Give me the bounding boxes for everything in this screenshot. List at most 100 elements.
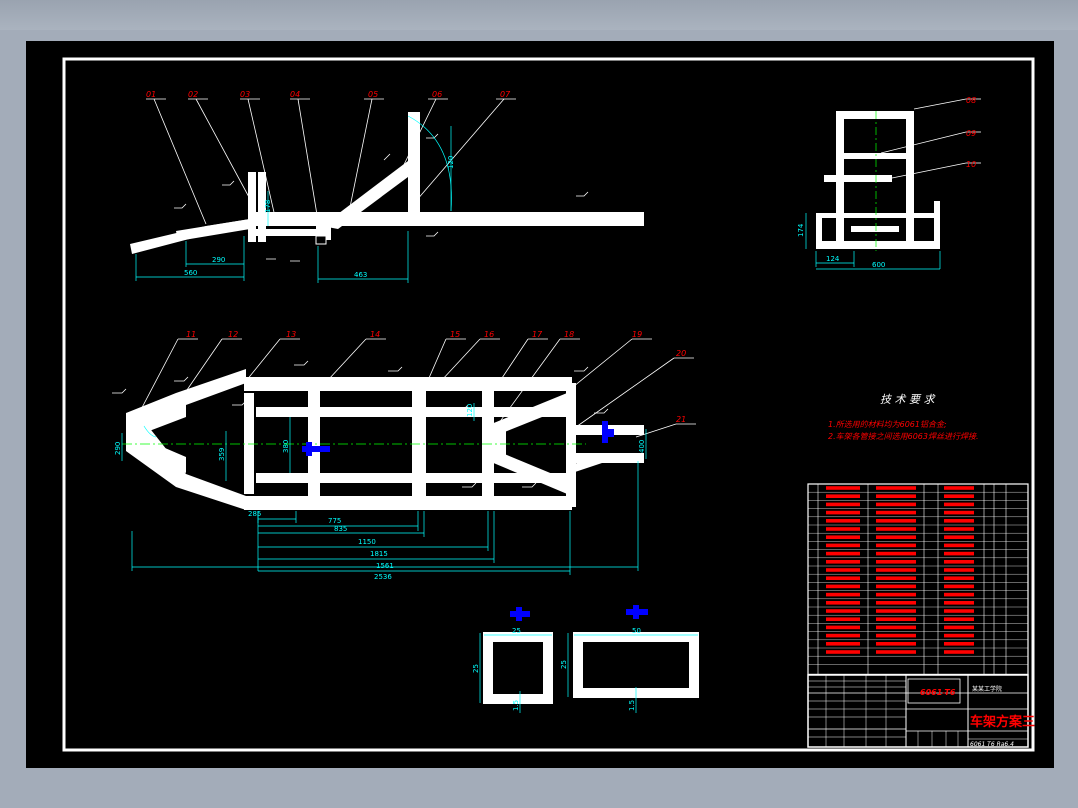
balloon-09: 09 bbox=[966, 129, 976, 138]
parts-list-cell bbox=[876, 560, 916, 564]
title-bottom-code: 6061 T6 Ra6.4 bbox=[970, 741, 1014, 748]
balloon-12: 12 bbox=[228, 330, 238, 339]
dim-section-25w: 25 bbox=[512, 627, 521, 635]
side-balloons: 01 02 03 04 05 06 07 bbox=[146, 90, 511, 99]
dim-600: 600 bbox=[872, 261, 885, 269]
parts-list-cell bbox=[876, 650, 916, 654]
parts-list-cell bbox=[876, 584, 916, 589]
parts-list-cell bbox=[944, 642, 974, 646]
side-upright-front bbox=[248, 172, 256, 242]
balloon-03: 03 bbox=[240, 90, 250, 99]
dim-2536: 2536 bbox=[374, 573, 392, 581]
dim-section-25h-b: 25 bbox=[560, 660, 568, 669]
plan-left-rail bbox=[244, 377, 572, 391]
balloon-13: 13 bbox=[286, 330, 296, 339]
section-square-tube bbox=[483, 632, 553, 704]
tech-title: 技 术 要 求 bbox=[880, 393, 936, 406]
parts-list-cell bbox=[944, 576, 974, 580]
parts-list-cell bbox=[826, 551, 860, 556]
cad-drawing-canvas[interactable]: 560 290 463 178 120 01 02 03 04 05 06 07 bbox=[26, 41, 1054, 768]
tech-note-2: 2.车架各管接之间选用6063焊丝进行焊接. bbox=[828, 432, 979, 441]
dim-section-25h-a: 25 bbox=[472, 664, 480, 673]
balloon-10: 10 bbox=[966, 160, 976, 169]
plan-cross-4 bbox=[566, 383, 576, 507]
parts-list-cell bbox=[944, 486, 974, 490]
parts-list-cell bbox=[826, 510, 860, 515]
plan-right-rail bbox=[244, 496, 572, 510]
parts-list-cell bbox=[876, 502, 916, 507]
parts-list-cell bbox=[876, 576, 916, 580]
dim-120-plan: 120 bbox=[466, 404, 474, 417]
parts-list-cell bbox=[826, 576, 860, 580]
parts-list-cell bbox=[944, 609, 974, 613]
dim-174: 174 bbox=[797, 223, 805, 237]
parts-list-cell bbox=[876, 642, 916, 646]
parts-list-cell bbox=[826, 535, 860, 539]
section-markers bbox=[302, 421, 614, 456]
side-dimensions bbox=[135, 115, 452, 283]
parts-list-cell bbox=[944, 633, 974, 638]
parts-list-cell bbox=[876, 568, 916, 572]
balloon-21: 21 bbox=[676, 415, 686, 424]
end-view: 124 600 174 08 09 10 bbox=[797, 96, 981, 270]
parts-list-cell bbox=[876, 625, 916, 630]
parts-list-cell bbox=[944, 601, 974, 605]
dim-1815: 1815 bbox=[370, 550, 388, 558]
plan-nose-upper bbox=[126, 369, 246, 421]
parts-list-cell bbox=[876, 609, 916, 613]
parts-list-cell bbox=[876, 633, 916, 638]
parts-list-cell bbox=[826, 633, 860, 638]
parts-list-cell bbox=[826, 625, 860, 630]
dim-380: 380 bbox=[282, 440, 290, 453]
balloon-18: 18 bbox=[564, 330, 574, 339]
parts-list-cell bbox=[876, 519, 916, 523]
dim-835: 835 bbox=[334, 525, 347, 533]
title-project: 车架方案三 bbox=[970, 714, 1035, 730]
side-main-rail bbox=[248, 212, 644, 226]
section-rect-tube bbox=[573, 632, 699, 698]
side-diagonal-brace bbox=[322, 161, 408, 229]
dim-359: 359 bbox=[218, 448, 226, 461]
parts-list-cell bbox=[944, 543, 974, 548]
dim-section-50w: 50 bbox=[632, 627, 641, 635]
parts-list-cell bbox=[944, 519, 974, 523]
parts-list-cell bbox=[826, 519, 860, 523]
end-balloons: 08 09 10 bbox=[966, 96, 976, 169]
balloon-06: 06 bbox=[432, 90, 442, 99]
end-dimensions bbox=[805, 213, 941, 270]
parts-list-cell bbox=[826, 502, 860, 507]
parts-list-cell bbox=[826, 609, 860, 613]
dim-290-side: 290 bbox=[212, 256, 225, 264]
parts-list-cell bbox=[876, 486, 916, 490]
parts-list-cell bbox=[944, 625, 974, 630]
dim-400: 400 bbox=[638, 440, 646, 453]
technical-requirements: 技 术 要 求 1.所选用的材料均为6061铝合金; 2.车架各管接之间选用60… bbox=[828, 393, 979, 441]
parts-list-cell bbox=[826, 617, 860, 621]
title-school: 某某工学院 bbox=[972, 685, 1002, 693]
balloon-19: 19 bbox=[632, 330, 642, 339]
balloon-04: 04 bbox=[290, 90, 300, 99]
parts-list-cell bbox=[826, 642, 860, 646]
parts-list-cell bbox=[944, 650, 974, 654]
parts-list-cell bbox=[826, 527, 860, 531]
dim-1561: 1561 bbox=[376, 562, 394, 570]
parts-list-cell bbox=[944, 502, 974, 507]
drawing-sheet: 560 290 463 178 120 01 02 03 04 05 06 07 bbox=[26, 41, 1054, 768]
parts-list-cell bbox=[826, 560, 860, 564]
plan-cross-2 bbox=[412, 391, 426, 496]
parts-list-cell bbox=[944, 560, 974, 564]
parts-list-cell bbox=[876, 617, 916, 621]
balloon-20: 20 bbox=[676, 349, 686, 358]
parts-list-cell bbox=[826, 543, 860, 548]
dim-775: 775 bbox=[328, 517, 341, 525]
parts-list-table bbox=[807, 483, 1029, 675]
balloon-02: 02 bbox=[188, 90, 198, 99]
balloon-11: 11 bbox=[186, 330, 196, 339]
plan-balloons: 11 12 13 14 15 16 17 18 19 20 21 bbox=[186, 330, 686, 424]
plan-nose-lower bbox=[126, 421, 246, 510]
parts-list-cell bbox=[876, 543, 916, 548]
parts-list-cell bbox=[876, 601, 916, 605]
parts-list-cell bbox=[826, 592, 860, 597]
plan-dimensions bbox=[121, 403, 647, 575]
side-view: 560 290 463 178 120 01 02 03 04 05 06 07 bbox=[130, 90, 644, 283]
